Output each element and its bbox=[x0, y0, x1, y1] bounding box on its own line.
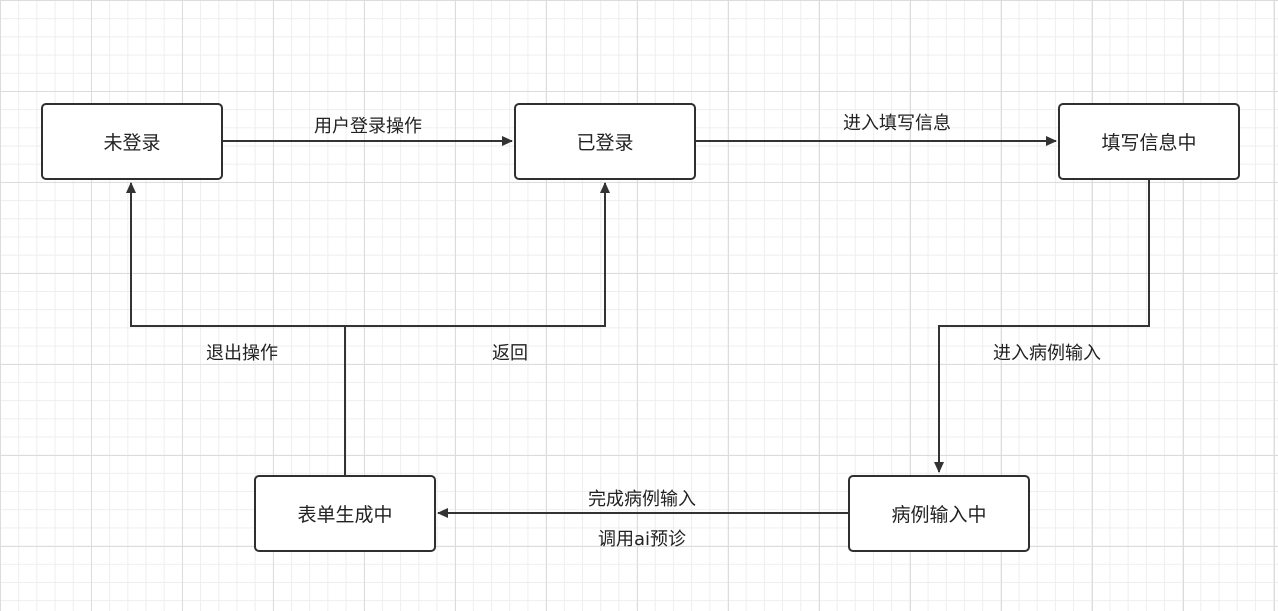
edge-label-call-ai: 调用ai预诊 bbox=[597, 529, 687, 550]
node-case-input-label: 病例输入中 bbox=[891, 504, 987, 526]
edge-back bbox=[345, 182, 610, 327]
edge-label-back: 返回 bbox=[492, 343, 528, 364]
node-not-logged-in[interactable]: 未登录 bbox=[41, 103, 223, 180]
node-form-generating[interactable]: 表单生成中 bbox=[254, 475, 436, 552]
node-logged-in[interactable]: 已登录 bbox=[514, 103, 696, 180]
node-not-logged-in-label: 未登录 bbox=[103, 132, 161, 154]
node-filling-info-label: 填写信息中 bbox=[1101, 132, 1197, 154]
node-filling-info[interactable]: 填写信息中 bbox=[1058, 103, 1240, 180]
edge-label-enter-case-input: 进入病例输入 bbox=[993, 343, 1101, 364]
node-form-generating-label: 表单生成中 bbox=[297, 504, 393, 526]
edge-label-logout: 退出操作 bbox=[206, 343, 278, 364]
edge-label-complete-case-input: 完成病例输入 bbox=[588, 489, 696, 510]
node-logged-in-label: 已登录 bbox=[576, 132, 634, 154]
node-case-input[interactable]: 病例输入中 bbox=[848, 475, 1030, 552]
edge-label-enter-fill-info: 进入填写信息 bbox=[843, 113, 951, 134]
edge-label-login: 用户登录操作 bbox=[314, 116, 422, 137]
edge-enter-case-input bbox=[934, 180, 1150, 473]
edge-logout bbox=[126, 182, 346, 476]
